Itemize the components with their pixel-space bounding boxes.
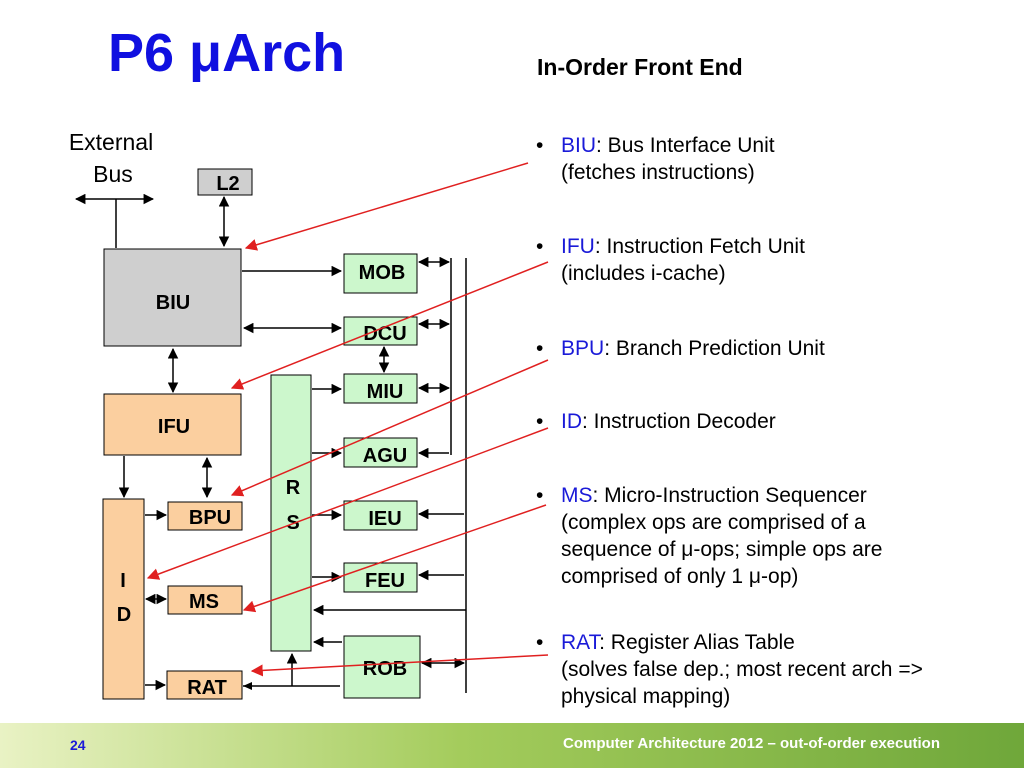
acronym: BPU xyxy=(561,337,605,360)
bullet-marker: • xyxy=(536,235,544,258)
acronym: RAT xyxy=(561,631,600,654)
mob-label: MOB xyxy=(359,262,406,284)
dcu-label: DCU xyxy=(363,323,406,345)
bullet-marker: • xyxy=(536,631,544,654)
bpu-label: BPU xyxy=(189,507,231,529)
rat-arrowhead xyxy=(243,682,252,690)
ieu-block xyxy=(343,500,418,531)
dcu-block xyxy=(343,316,418,346)
callout-ifu xyxy=(230,261,549,390)
ms-block xyxy=(167,585,243,615)
detail-line: (fetches instructions) xyxy=(561,161,755,184)
bullet-marker: • xyxy=(536,484,544,507)
id-block xyxy=(102,498,145,700)
acronym: MS xyxy=(561,484,593,507)
biu-block xyxy=(103,248,242,347)
footer-bar: 24 Computer Architecture 2012 – out-of-o… xyxy=(0,723,1024,768)
feu-block xyxy=(343,562,418,593)
rs-label-1: R xyxy=(286,477,301,499)
detail-line: (complex ops are comprised of a xyxy=(561,511,866,534)
definition: : Branch Prediction Unit xyxy=(604,337,825,360)
detail-line: physical mapping) xyxy=(561,685,731,708)
agu-label: AGU xyxy=(363,445,407,467)
rat-block xyxy=(166,670,243,700)
definition: : Instruction Fetch Unit xyxy=(594,235,805,258)
id-label-2: D xyxy=(117,604,131,626)
callout-id xyxy=(146,427,549,580)
rat-label: RAT xyxy=(187,677,227,699)
rob-label: ROB xyxy=(363,658,407,680)
acronym: BIU xyxy=(561,134,597,157)
acronym: IFU xyxy=(561,235,595,258)
footer-text: Computer Architecture 2012 – out-of-orde… xyxy=(562,735,940,752)
callout-rat xyxy=(250,654,549,677)
page-title: P6 μArch xyxy=(108,23,346,83)
rs-block xyxy=(270,374,312,652)
detail-line: sequence of μ-ops; simple ops are xyxy=(561,538,883,561)
ifu-label: IFU xyxy=(158,416,190,438)
callout-bpu xyxy=(230,359,549,497)
definition: : Bus Interface Unit xyxy=(596,134,775,157)
rob-block xyxy=(343,635,421,699)
detail-line: (includes i-cache) xyxy=(561,262,726,285)
definition: : Micro-Instruction Sequencer xyxy=(592,484,867,507)
feu-label: FEU xyxy=(365,570,405,592)
callout-ms xyxy=(242,504,547,613)
bpu-block xyxy=(167,501,243,531)
l2-block xyxy=(197,168,253,196)
id-label-1: I xyxy=(120,570,126,592)
miu-block xyxy=(343,373,418,404)
detail-line: comprised of only 1 μ-op) xyxy=(561,565,799,588)
ms-label: MS xyxy=(189,591,219,613)
external-bus-label: External xyxy=(69,129,153,155)
detail-line: (solves false dep.; most recent arch => xyxy=(561,658,923,681)
biu-label: BIU xyxy=(156,292,190,314)
definition: : Register Alias Table xyxy=(599,631,795,654)
section-subtitle: In-Order Front End xyxy=(537,54,743,80)
ifu-block xyxy=(103,393,242,456)
bullet-marker: • xyxy=(536,337,544,360)
bullet-marker: • xyxy=(536,410,544,433)
acronym: ID xyxy=(561,410,582,433)
external-bus-label-2: Bus xyxy=(93,161,133,187)
mob-block xyxy=(343,253,418,294)
ieu-label: IEU xyxy=(368,508,401,530)
miu-label: MIU xyxy=(367,381,404,403)
definition: : Instruction Decoder xyxy=(582,410,776,433)
bullet-marker: • xyxy=(536,134,544,157)
p6-block-diagram: External Bus L2 BIU IFU I D BPU MS RAT R… xyxy=(69,129,549,700)
page-number: 24 xyxy=(70,737,86,753)
l2-label: L2 xyxy=(216,173,239,195)
agu-block xyxy=(343,437,418,468)
callout-biu xyxy=(244,162,529,251)
